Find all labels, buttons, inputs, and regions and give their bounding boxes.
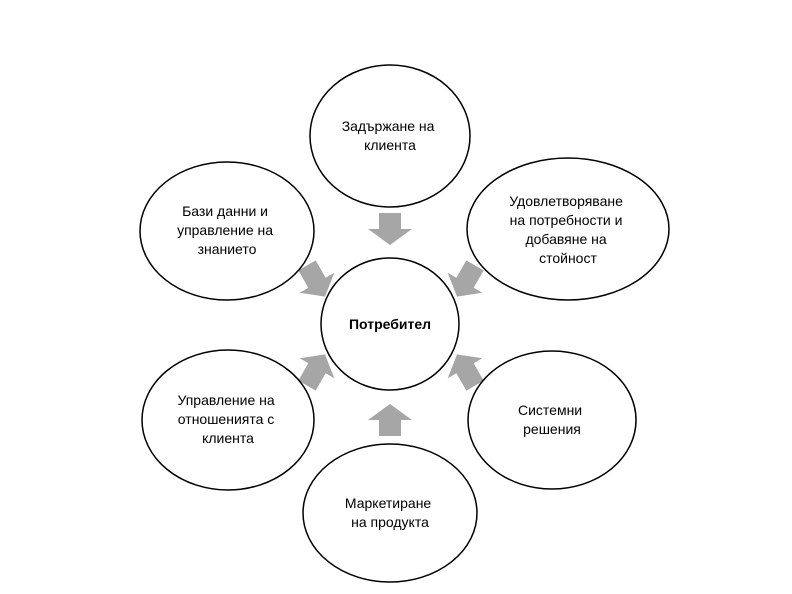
arrow-from-retention — [368, 213, 412, 245]
arrow-from-systems — [447, 354, 484, 391]
node-satisfaction-line-3: добавяне на — [525, 231, 606, 247]
arrow-from-satisfaction — [447, 260, 484, 297]
svg-text:Маркетиране на продукта: Маркетиране на продукта — [345, 495, 435, 530]
node-databases-line-2: управление на — [177, 222, 273, 238]
node-satisfaction: Удовлетворяване на потребности и добавян… — [466, 157, 670, 301]
node-relationships-line-3: клиента — [202, 430, 254, 446]
node-databases-line-1: Бази данни и — [182, 203, 268, 219]
node-retention-line-2: клиента — [364, 137, 416, 153]
node-retention-line-1: Задържане на — [342, 118, 435, 134]
node-satisfaction-line-1: Удовлетворяване — [509, 193, 623, 209]
node-databases: Бази данни и управление на знанието — [139, 161, 315, 301]
center-label: Потребител — [349, 316, 431, 332]
node-relationships: Управление на отношенията с клиента — [141, 349, 315, 491]
svg-text:Потребител: Потребител — [349, 316, 431, 332]
svg-text:Удовлетворяване на потре: Удовлетворяване на потребности и добавян… — [509, 193, 627, 266]
center-node: Потребител — [320, 257, 460, 391]
node-marketing: Маркетиране на продукта — [302, 443, 478, 583]
node-marketing-line-1: Маркетиране — [345, 495, 432, 511]
node-databases-line-3: знанието — [198, 241, 257, 257]
svg-text:Управление на отношеният: Управление на отношенията с клиента — [177, 392, 278, 446]
node-systems: Системни решения — [467, 350, 637, 490]
node-systems-line-2: решения — [523, 421, 581, 437]
svg-text:Задържане на клиента: Задържане на клиента — [342, 118, 439, 153]
node-relationships-line-2: отношенията с — [178, 411, 275, 427]
node-marketing-line-2: на продукта — [351, 514, 429, 530]
arrow-from-marketing — [368, 404, 412, 436]
node-satisfaction-line-2: на потребности и — [510, 212, 623, 228]
node-satisfaction-line-4: стойност — [539, 250, 597, 266]
arrow-from-relationships — [298, 354, 335, 391]
node-retention: Задържане на клиента — [309, 64, 471, 208]
svg-text:Бази данни и управление: Бази данни и управление на знанието — [177, 203, 277, 257]
arrow-from-databases — [298, 260, 335, 297]
node-relationships-line-1: Управление на — [177, 392, 274, 408]
svg-text:Системни решения: Системни решения — [518, 402, 586, 437]
node-systems-line-1: Системни — [518, 402, 582, 418]
